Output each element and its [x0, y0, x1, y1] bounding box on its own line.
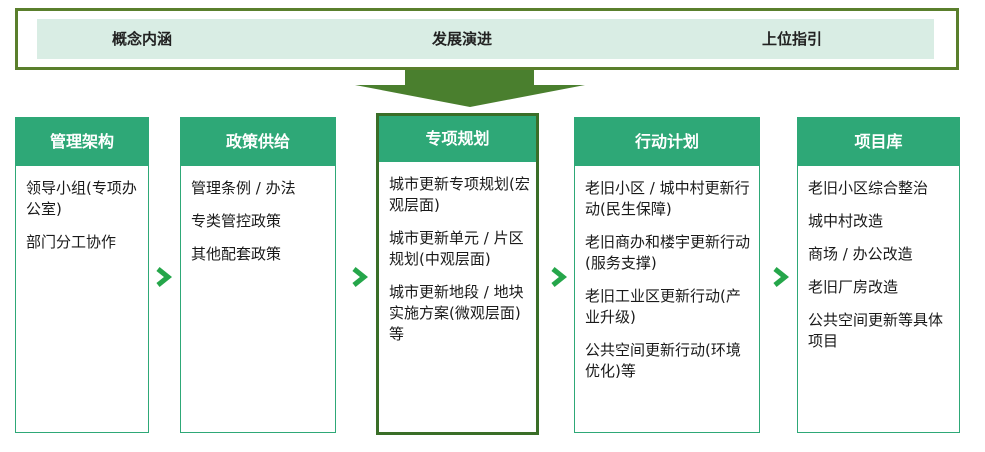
card-item: 老旧厂房改造: [808, 278, 899, 296]
card-special-planning: 专项规划 城市更新专项规划(宏观层面) 城市更新单元 / 片区规划(中观层面) …: [376, 113, 539, 435]
card-item: 老旧工业区更新行动(产业升级): [585, 287, 741, 326]
card-policy: 政策供给 管理条例 / 办法 专类管控政策 其他配套政策: [180, 117, 336, 433]
card-item: 城市更新地段 / 地块实施方案(微观层面)等: [389, 283, 524, 343]
card-item: 其他配套政策: [191, 245, 282, 263]
card-item: 老旧小区 / 城中村更新行动(民生保障): [585, 179, 750, 218]
card-item: 专类管控政策: [191, 212, 282, 230]
down-arrow-stem: [405, 70, 534, 85]
chevron-right-icon: [773, 267, 790, 287]
card-project-library: 项目库 老旧小区综合整治 城中村改造 商场 / 办公改造 老旧厂房改造 公共空间…: [797, 117, 960, 433]
card-item: 老旧商办和楼宇更新行动(服务支撑): [585, 233, 751, 272]
card-title-project-library: 项目库: [798, 118, 959, 166]
card-title-action-plan: 行动计划: [575, 118, 759, 166]
card-item: 管理条例 / 办法: [191, 179, 296, 197]
card-item: 城市更新单元 / 片区规划(中观层面): [389, 229, 524, 268]
chevron-right-icon: [352, 267, 369, 287]
card-title-management: 管理架构: [16, 118, 148, 166]
card-item: 部门分工协作: [26, 233, 117, 251]
card-item: 商场 / 办公改造: [808, 245, 913, 263]
card-title-policy: 政策供给: [181, 118, 335, 166]
top-label-concept: 概念内涵: [111, 30, 173, 48]
card-item: 城中村改造: [808, 212, 884, 230]
down-arrow-icon: [355, 85, 585, 107]
card-item: 公共空间更新行动(环境优化)等: [585, 341, 741, 380]
top-label-guidance: 上位指引: [761, 30, 823, 48]
card-action-plan: 行动计划 老旧小区 / 城中村更新行动(民生保障) 老旧商办和楼宇更新行动(服务…: [574, 117, 760, 433]
chevron-right-icon: [551, 267, 568, 287]
card-title-special-planning: 专项规划: [379, 116, 536, 162]
card-item: 城市更新专项规划(宏观层面): [389, 175, 530, 214]
card-item: 领导小组(专项办公室): [26, 179, 137, 218]
chevron-right-icon: [156, 267, 173, 287]
card-management: 管理架构 领导小组(专项办公室) 部门分工协作: [15, 117, 149, 433]
top-label-evolution: 发展演进: [431, 30, 493, 48]
top-band: 概念内涵 发展演进 上位指引: [37, 19, 934, 59]
card-item: 公共空间更新等具体项目: [808, 311, 944, 350]
card-item: 老旧小区综合整治: [808, 179, 929, 197]
